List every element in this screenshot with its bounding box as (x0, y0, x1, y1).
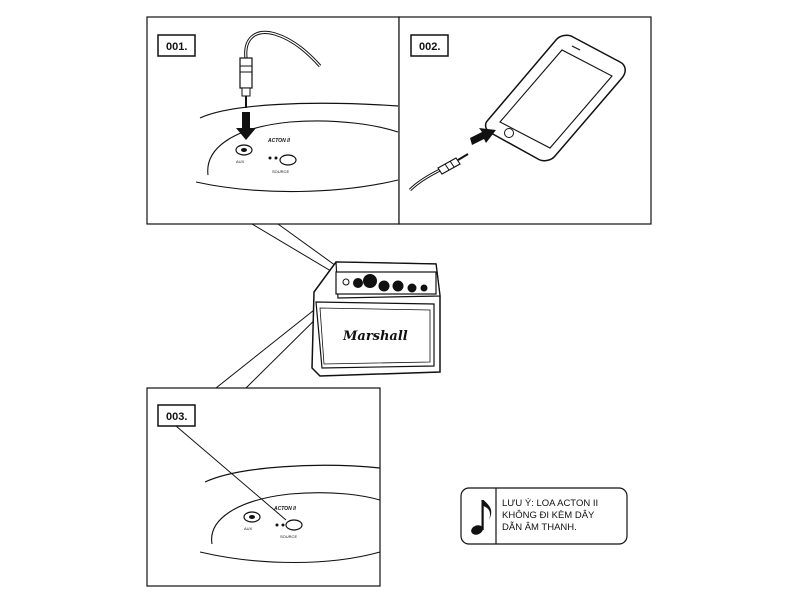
source-button (285, 519, 303, 531)
music-note-icon (471, 500, 492, 535)
panel-002: 002. (398, 16, 652, 225)
insert-arrow-icon (470, 128, 496, 145)
note-text: LƯU Ý: LOA ACTON II KHÔNG ĐI KÈM DÂY DẪN… (502, 498, 614, 534)
note-box (460, 487, 628, 545)
speaker-top-surface (199, 102, 399, 119)
aux-cable (239, 30, 322, 108)
note-line: DẪN ÂM THANH. (502, 522, 577, 533)
aux-label: AUX (236, 159, 245, 164)
panel-001: 001. AUX ACTON II SOURCE (146, 16, 400, 225)
speaker-illustration: Marshall (311, 261, 441, 377)
aux-cable (408, 153, 469, 192)
model-label: ACTON II (267, 138, 290, 144)
source-label: SOURCE (280, 534, 297, 539)
model-label: ACTON II (273, 506, 296, 512)
panel-003: 003. AUX ACTON II SOURCE (146, 387, 381, 587)
step-label: 002. (419, 41, 440, 53)
source-label: SOURCE (272, 169, 289, 174)
note-line: KHÔNG ĐI KÈM DÂY (502, 510, 595, 521)
step-label: 001. (166, 41, 187, 53)
pointer-line (175, 425, 287, 521)
aux-label: AUX (244, 526, 253, 531)
speaker-knobs (342, 274, 428, 293)
insert-arrow-icon (236, 112, 256, 140)
speaker-brand: Marshall (342, 329, 408, 344)
step-label: 003. (166, 411, 187, 423)
note-line: LƯU Ý: LOA ACTON II (502, 498, 599, 509)
smartphone-icon (484, 34, 626, 162)
source-button (279, 154, 297, 166)
